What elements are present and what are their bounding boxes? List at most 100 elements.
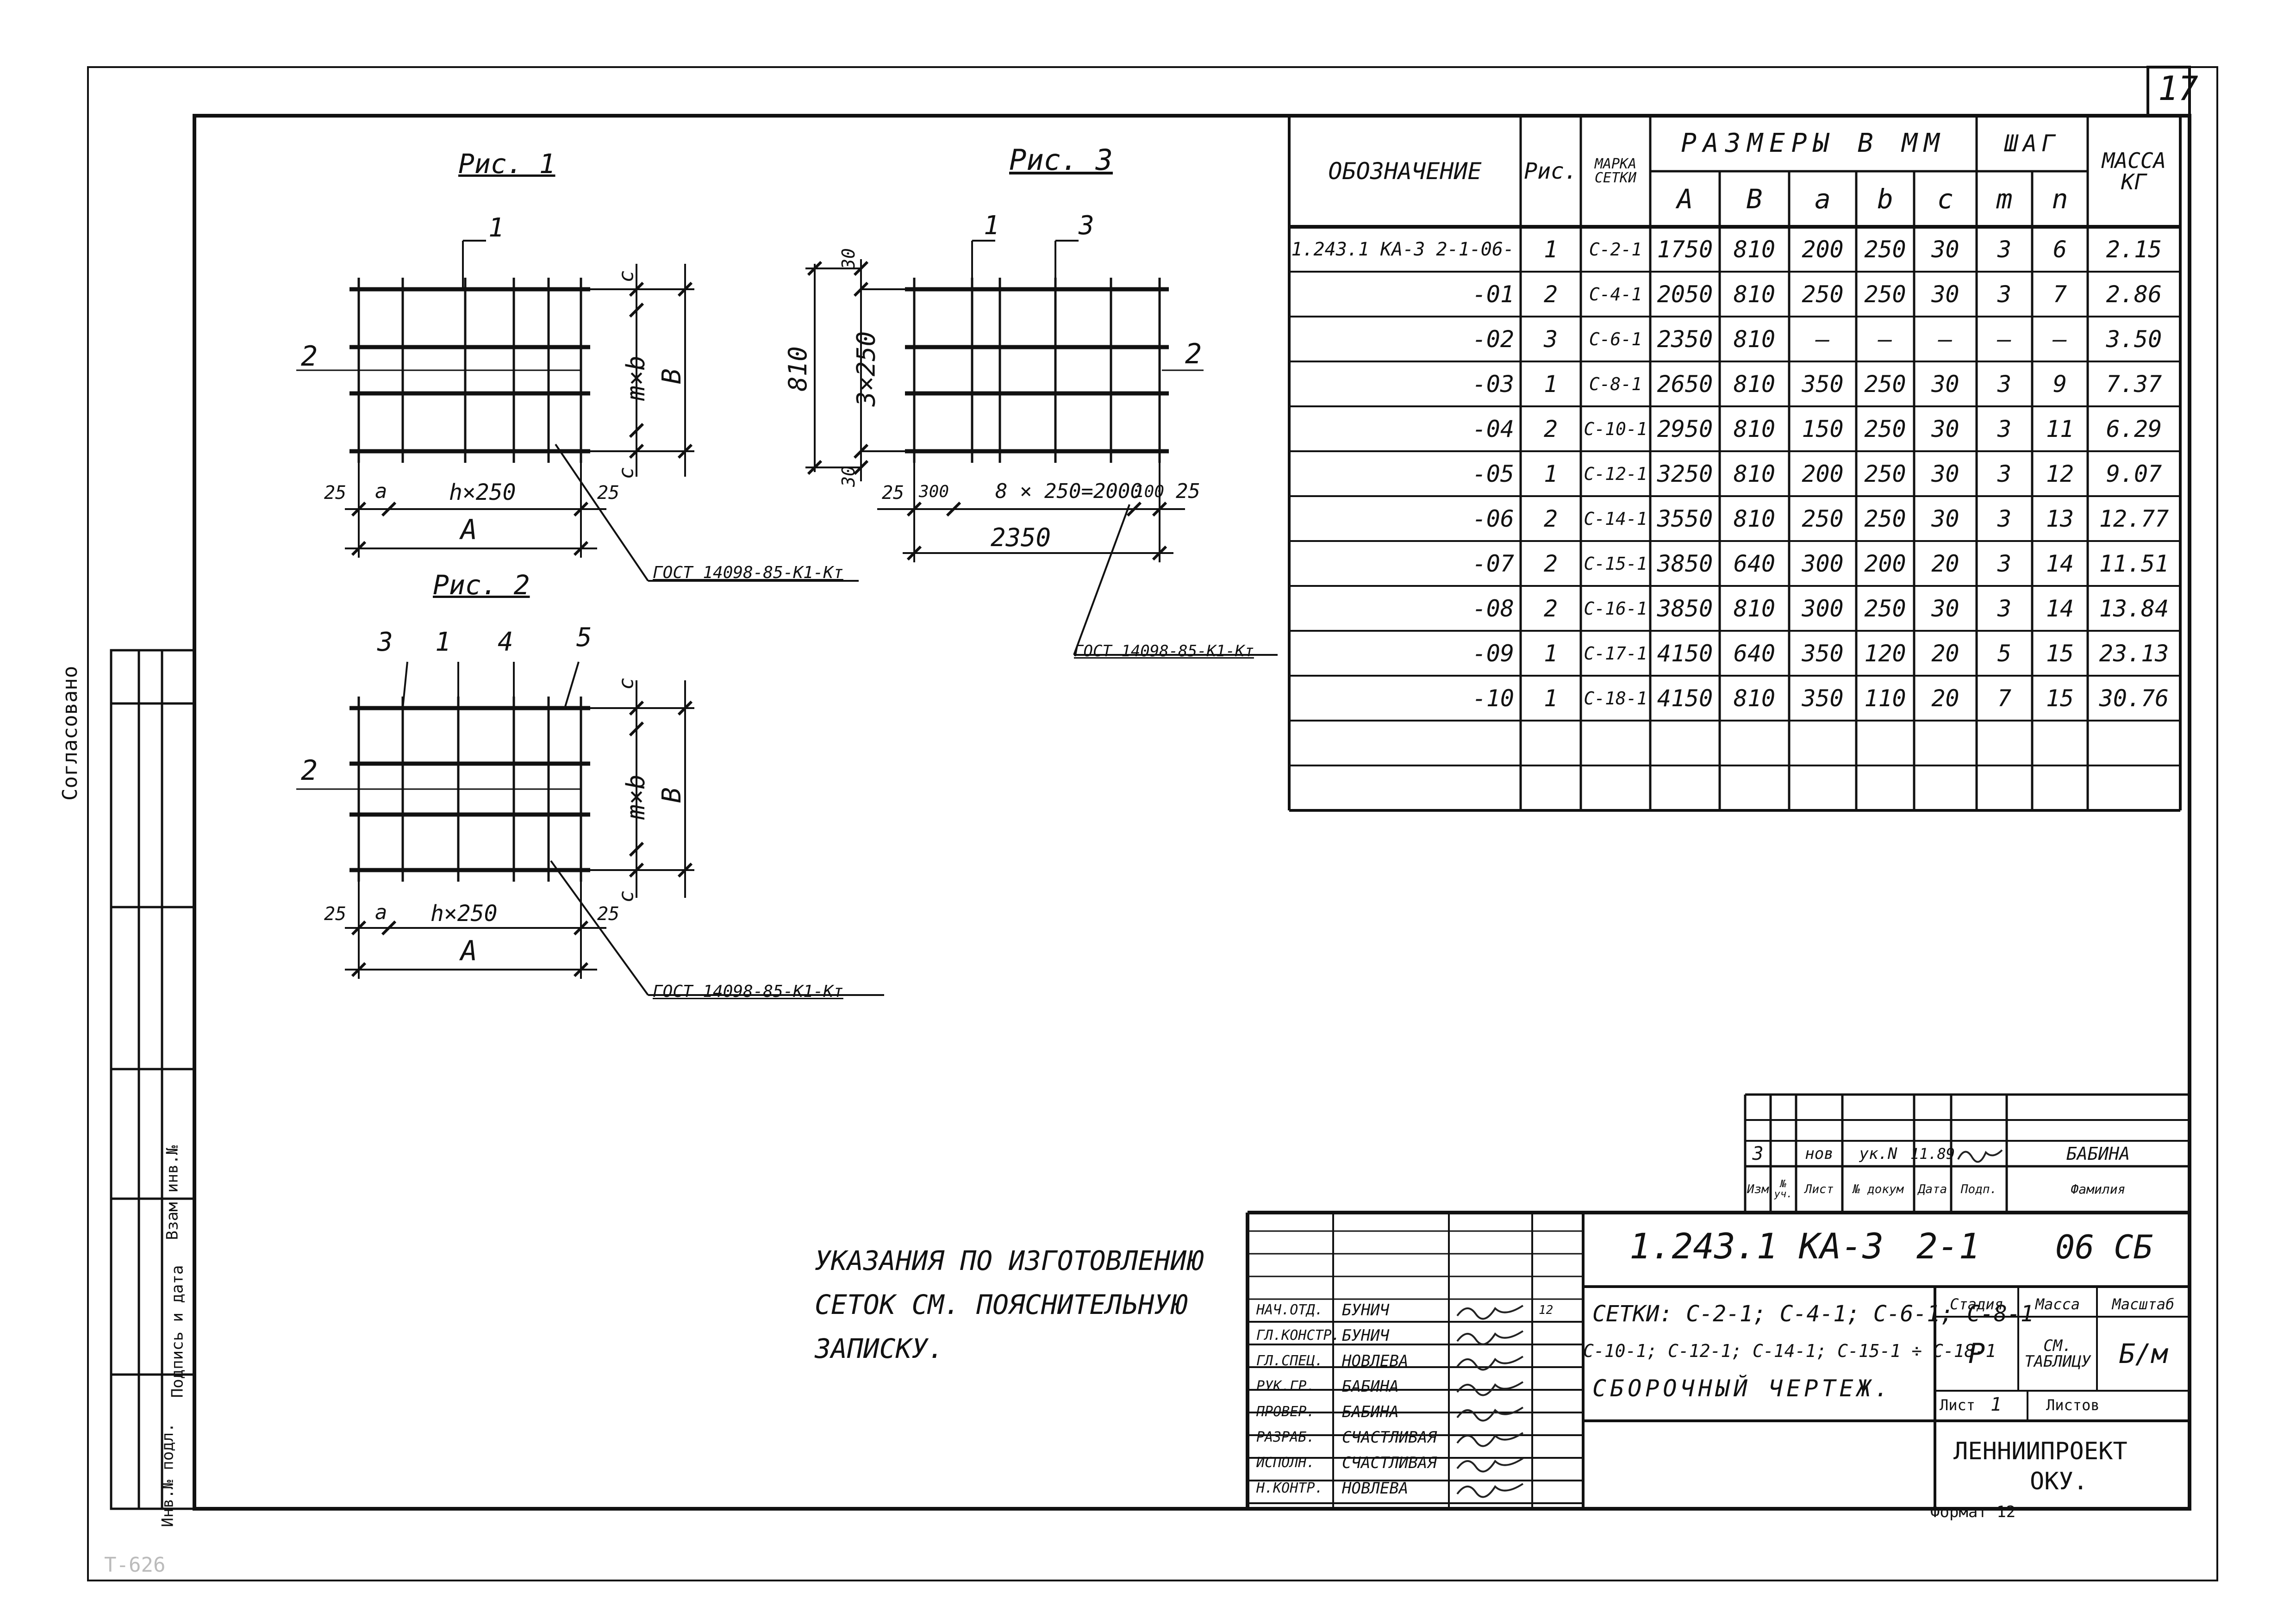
cell-B: 810 — [1733, 460, 1776, 487]
cell-A: 4150 — [1657, 684, 1713, 712]
dim-tick — [381, 920, 397, 936]
signature-date: 12 — [1539, 1303, 1554, 1317]
fig2-title: Рис. 2 — [433, 569, 530, 601]
side-inv-podl: Инв.№ подл. — [158, 1423, 177, 1527]
cell-B: 810 — [1733, 595, 1776, 622]
th-n: n — [2052, 183, 2068, 215]
dim-tick — [629, 423, 644, 438]
cell-a: 250 — [1802, 280, 1844, 308]
side-podpis-data: Подпись и дата — [168, 1265, 187, 1398]
dim-tick — [573, 541, 589, 556]
rev-signature — [1956, 1143, 2007, 1164]
cell-A: 2950 — [1657, 415, 1713, 442]
cell-B: 810 — [1733, 280, 1776, 308]
dim-tick — [1152, 545, 1167, 561]
dim-tick — [906, 545, 922, 561]
cell-a: 300 — [1802, 595, 1844, 622]
fig2-callout-5: 5 — [576, 622, 592, 653]
cell-n: 14 — [2046, 595, 2074, 622]
fig1-dim-c-bottom: c — [614, 467, 638, 479]
cell-B: 810 — [1733, 236, 1776, 263]
handwritten-signature — [1456, 1457, 1524, 1473]
fig1-dim-A: A — [461, 514, 478, 546]
cell-a: 350 — [1802, 684, 1844, 712]
cell-a: 200 — [1802, 460, 1844, 487]
fig1-callout-2: 2 — [301, 340, 318, 373]
cell-n: 15 — [2046, 684, 2074, 712]
signature-name: БАБИНА — [1342, 1377, 1399, 1396]
cell-m: 3 — [1997, 595, 2012, 622]
cell-mark: С-16-1 — [1584, 598, 1647, 619]
signature-role: РУК.ГР. — [1256, 1378, 1315, 1394]
cell-mass: 3.50 — [2106, 325, 2162, 353]
handwritten-signature — [1456, 1356, 1524, 1371]
tb-sheets-label: Листов — [2046, 1396, 2100, 1414]
cell-designation: 1.243.1 КА-3 2-1-06- — [1291, 238, 1514, 260]
cell-n: 14 — [2046, 550, 2074, 577]
cell-fig: 2 — [1543, 415, 1558, 442]
cell-B: 810 — [1733, 505, 1776, 532]
rev-izm: 3 — [1752, 1143, 1764, 1164]
th-m: m — [1996, 183, 2013, 215]
line — [1073, 504, 1130, 655]
fig3-dim-8x250: 8 × 250=2000 — [995, 479, 1142, 503]
cell-b: 250 — [1864, 415, 1906, 442]
line — [402, 661, 408, 709]
cell-n: 11 — [2046, 415, 2074, 442]
fig1-dim-n250: h×250 — [449, 479, 516, 505]
cell-B: 640 — [1733, 640, 1776, 667]
dim-tick — [573, 501, 589, 517]
cell-A: 3550 — [1657, 505, 1713, 532]
cell-c: 30 — [1931, 370, 1959, 398]
cell-mass: 2.15 — [2106, 236, 2162, 263]
cell-mass: 13.84 — [2099, 595, 2169, 622]
rev-h-kol: № уч. — [1774, 1178, 1793, 1200]
rev-date: 11.89 — [1910, 1145, 1955, 1163]
cell-c: 30 — [1931, 415, 1959, 442]
dim-tick — [351, 501, 367, 517]
fig2-dim-A: A — [461, 935, 478, 967]
line — [564, 661, 580, 709]
signature-date — [1532, 1426, 1583, 1449]
dim-tick — [807, 460, 823, 475]
dim-tick — [1126, 501, 1142, 517]
cell-b: 250 — [1864, 236, 1906, 263]
cell-n: 15 — [2046, 640, 2074, 667]
tb-sheet-label: Лист — [1940, 1396, 1976, 1414]
cell-designation: -07 — [1472, 550, 1514, 577]
cell-B: 640 — [1733, 550, 1776, 577]
tb-code: 1.243.1 КА-3 — [1629, 1226, 1884, 1267]
cell-a: 350 — [1802, 370, 1844, 398]
handwritten-signature — [1456, 1305, 1524, 1320]
note-line-2: СЕТОК СМ. ПОЯСНИТЕЛЬНУЮ — [815, 1289, 1187, 1320]
cell-mass: 11.51 — [2099, 550, 2169, 577]
outer-border — [87, 66, 2218, 1581]
fig1-callout-1: 1 — [488, 213, 504, 243]
fig3-title: Рис. 3 — [1009, 143, 1113, 177]
fig3-callout-1: 1 — [984, 211, 999, 241]
fig1-dim-25-right: 25 — [597, 482, 620, 504]
tb-scale-label: Масштаб — [2112, 1295, 2175, 1313]
cell-m: 3 — [1997, 415, 2012, 442]
fig3-dim-30-top: 30 — [838, 248, 859, 269]
signature-date — [1532, 1451, 1583, 1475]
cell-mass: 30.76 — [2099, 684, 2169, 712]
cell-a: 250 — [1802, 505, 1844, 532]
fig2-dim-25-left: 25 — [324, 903, 347, 925]
fig2-dim-a: a — [375, 901, 387, 924]
fig2-dim-n250: h×250 — [430, 901, 498, 927]
cell-a: 200 — [1802, 236, 1844, 263]
rev-h-date: Дата — [1918, 1182, 1947, 1196]
cell-c: 30 — [1931, 460, 1959, 487]
cell-m: 7 — [1997, 684, 2012, 712]
line — [555, 443, 649, 582]
cell-n: 9 — [2053, 370, 2067, 398]
cell-mass: 9.07 — [2106, 460, 2162, 487]
cell-fig: 1 — [1543, 236, 1558, 263]
cell-mark: С-2-1 — [1589, 239, 1642, 260]
dim-tick — [629, 721, 644, 737]
dim-tick — [351, 962, 367, 977]
cell-A: 2650 — [1657, 370, 1713, 398]
rev-name: БАБИНА — [2066, 1143, 2130, 1164]
dim-tick — [629, 700, 644, 716]
